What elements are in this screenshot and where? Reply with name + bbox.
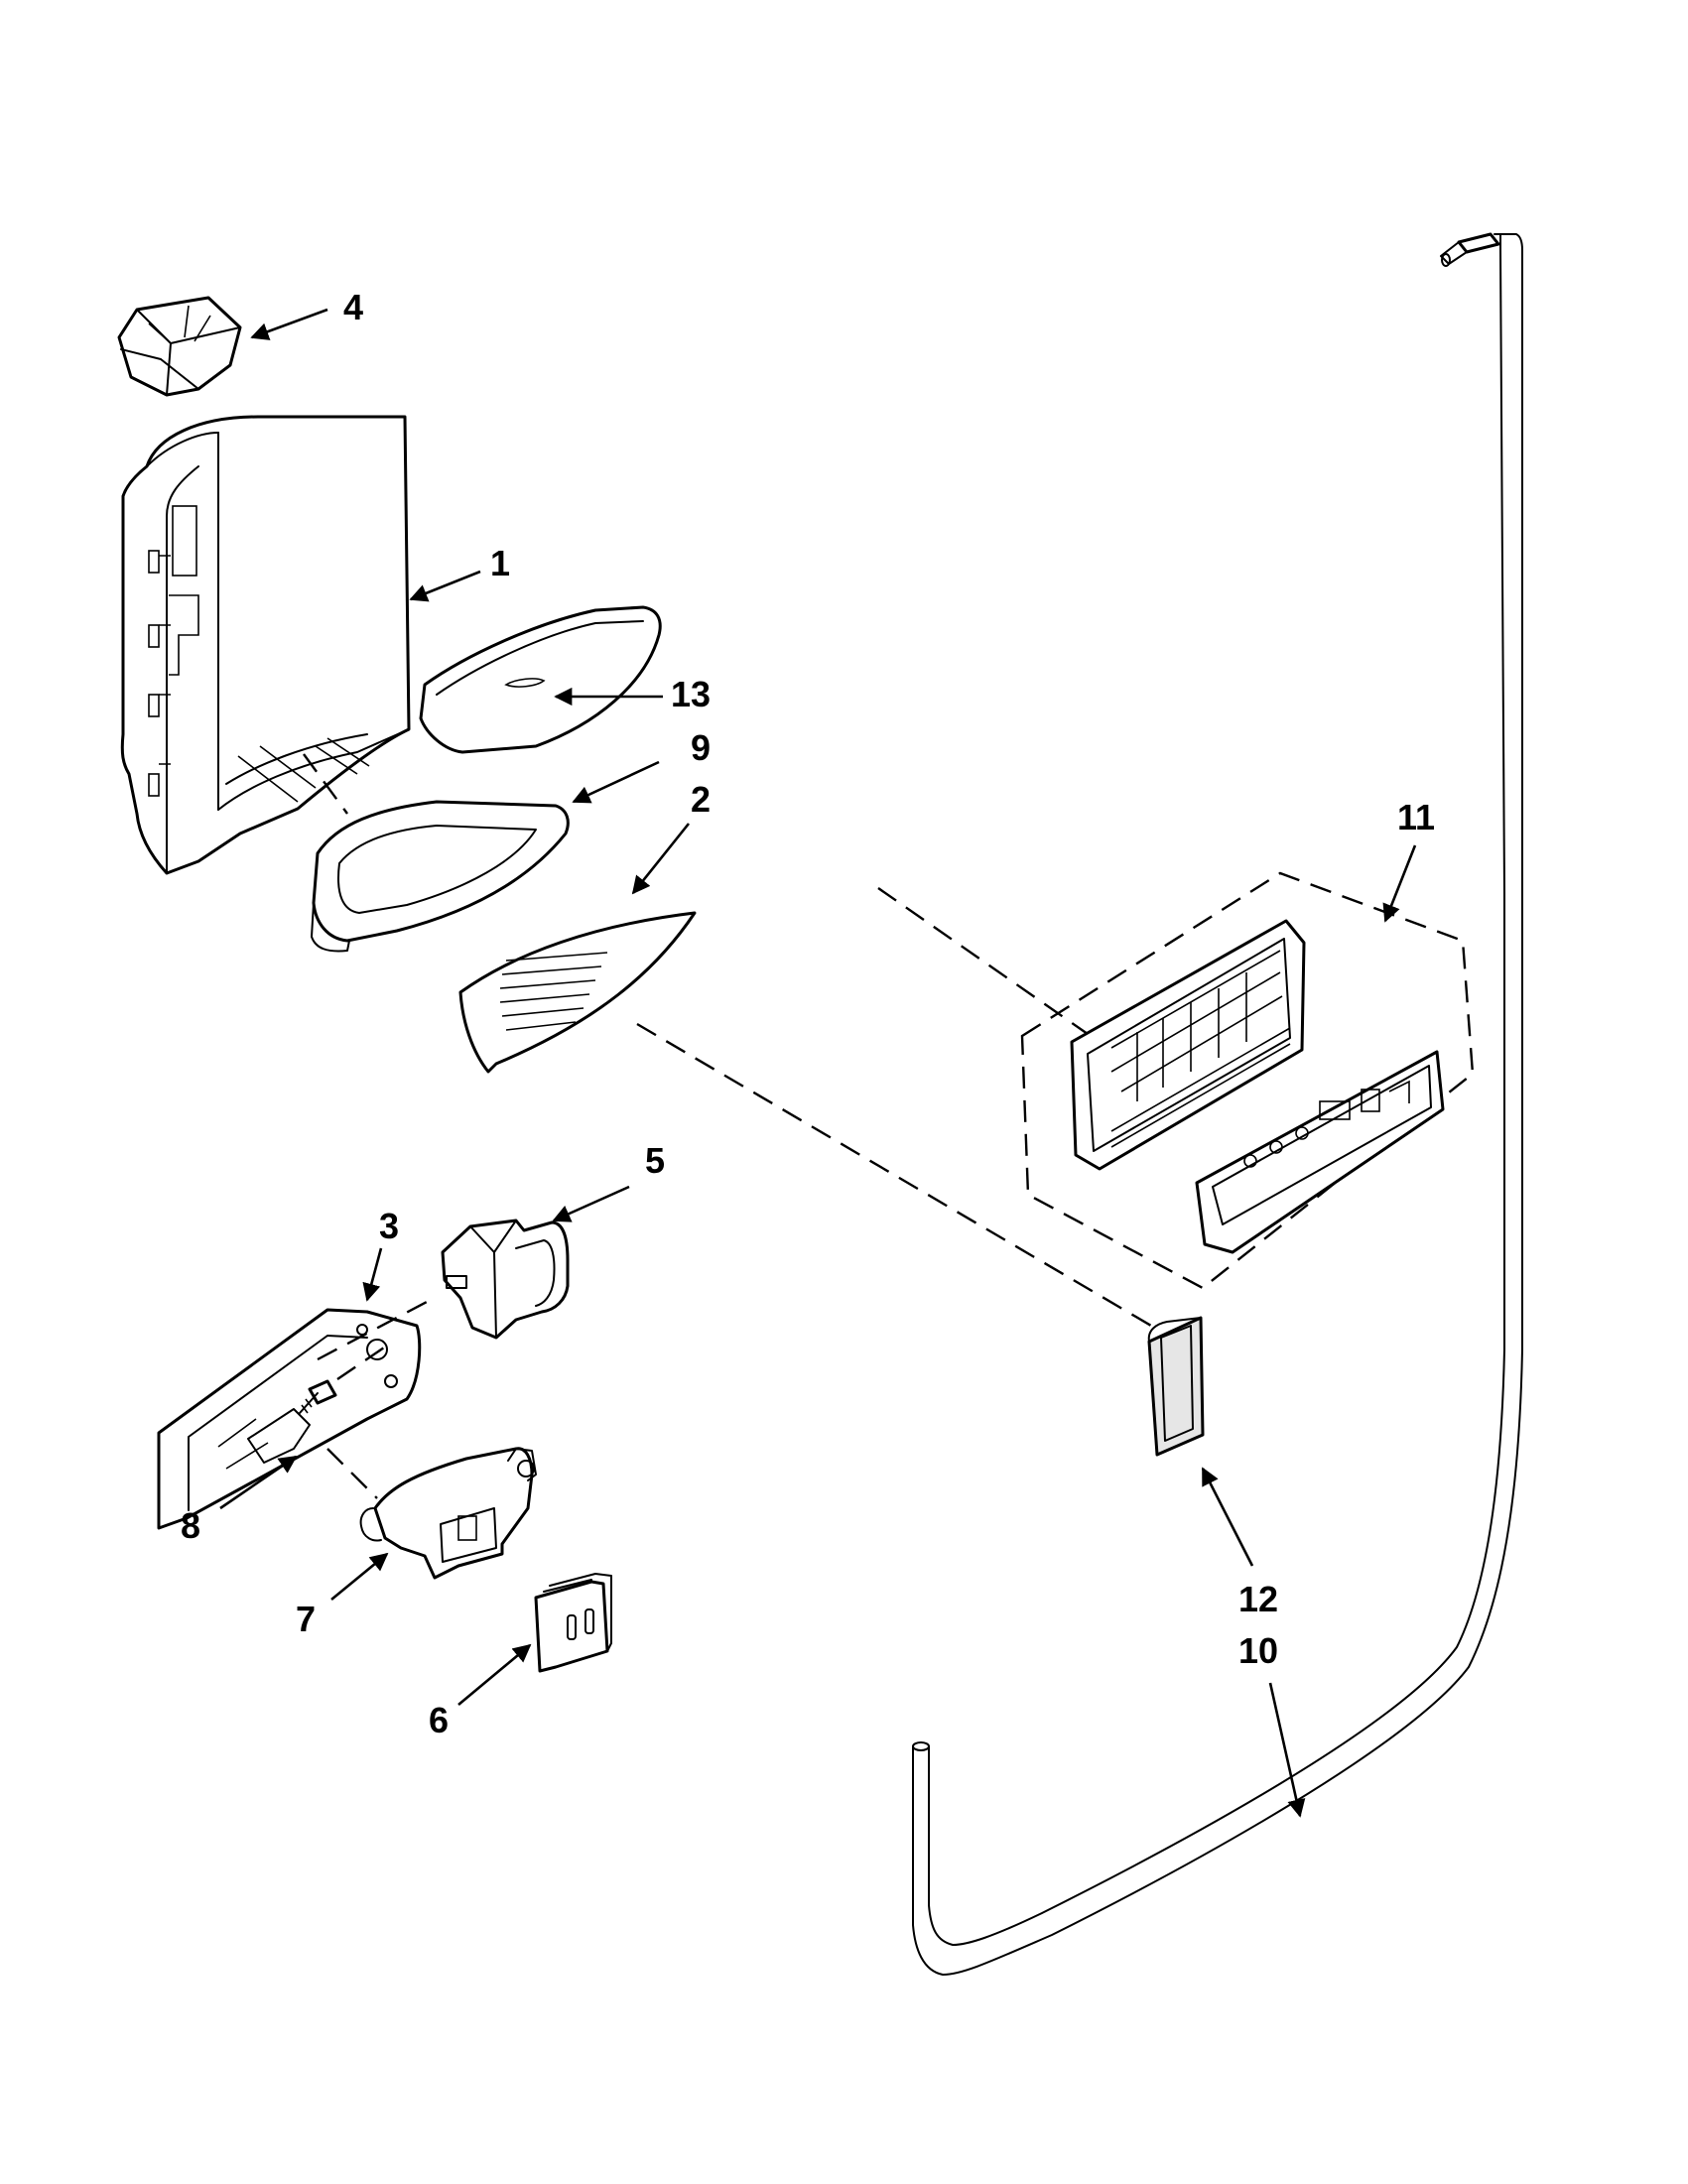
part-3-bracket bbox=[157, 1308, 422, 1530]
callout-12: 12 bbox=[1238, 1579, 1278, 1619]
part-10-tube bbox=[912, 232, 1523, 1976]
callout-9: 9 bbox=[691, 727, 711, 768]
part-9-drip-bezel bbox=[311, 800, 570, 953]
assembly-dash-lines bbox=[303, 753, 1152, 1499]
part-2-grille bbox=[458, 911, 697, 1074]
callout-4: 4 bbox=[343, 287, 363, 327]
part-8-screw bbox=[299, 1379, 337, 1414]
callout-8: 8 bbox=[181, 1505, 200, 1546]
leader-arrows bbox=[219, 308, 1417, 1818]
part-7-actuator bbox=[359, 1447, 537, 1580]
part-13-upper-tray bbox=[419, 605, 662, 754]
callout-11: 11 bbox=[1397, 797, 1435, 837]
part-6-paddle bbox=[534, 1573, 612, 1673]
callout-13: 13 bbox=[671, 674, 711, 714]
callout-1: 1 bbox=[490, 543, 510, 583]
callout-6: 6 bbox=[429, 1700, 449, 1740]
part-4-funnel-cap bbox=[117, 296, 242, 397]
callout-10: 10 bbox=[1238, 1630, 1278, 1671]
callout-3: 3 bbox=[379, 1206, 399, 1246]
callout-7: 7 bbox=[296, 1599, 316, 1639]
callout-2: 2 bbox=[691, 779, 711, 820]
part-11-control-panel bbox=[1020, 871, 1475, 1290]
part-5-motor bbox=[441, 1219, 570, 1340]
callouts: 4 1 13 9 2 11 5 3 8 7 6 12 10 bbox=[181, 287, 1435, 1740]
part-12-light-cover bbox=[1147, 1316, 1205, 1457]
part-1-dispenser-housing bbox=[120, 415, 411, 875]
callout-5: 5 bbox=[645, 1140, 665, 1181]
